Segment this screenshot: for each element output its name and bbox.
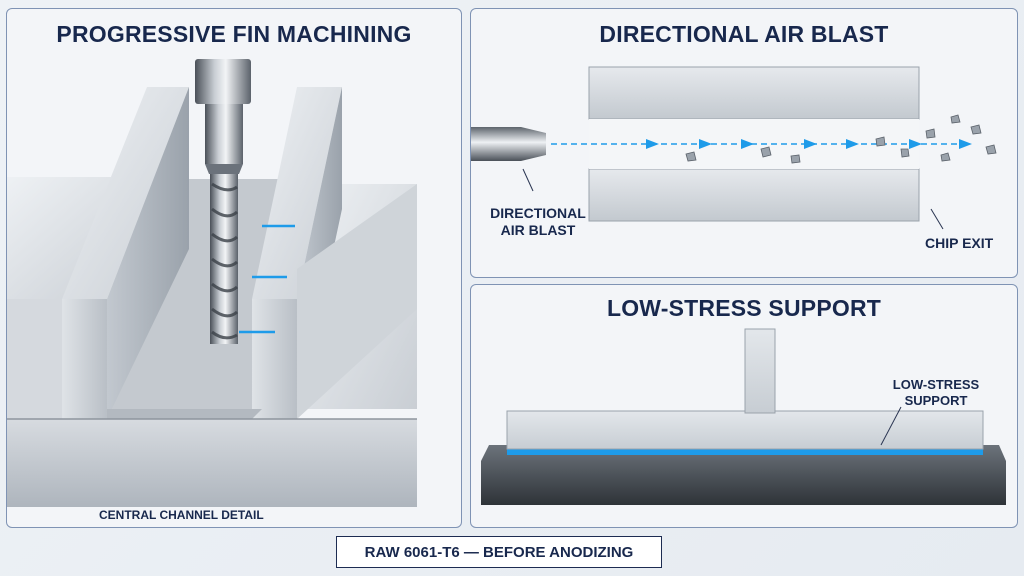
base-front-face bbox=[7, 419, 417, 507]
support-illustration bbox=[481, 328, 1006, 505]
air-blast-label-line2: AIR BLAST bbox=[500, 222, 576, 238]
air-blast-label-line1: DIRECTIONAL bbox=[490, 205, 586, 221]
air-flow-arrows bbox=[646, 139, 972, 149]
aluminum-chips bbox=[685, 114, 997, 164]
chip-exit-label: CHIP EXIT bbox=[925, 235, 994, 251]
left-fin-inner-wall bbox=[107, 87, 189, 419]
fixture-base bbox=[481, 445, 1006, 505]
air-blast-label: DIRECTIONAL AIR BLAST bbox=[483, 205, 593, 239]
air-nozzle-body bbox=[471, 127, 521, 161]
fin-machining-illustration bbox=[7, 59, 417, 507]
workpiece-plate bbox=[506, 410, 984, 450]
channel-floor bbox=[107, 179, 297, 409]
left-fin-top bbox=[62, 87, 189, 299]
right-step bbox=[297, 184, 417, 419]
support-layer bbox=[507, 447, 983, 455]
material-footer-label: RAW 6061-T6 — BEFORE ANODIZING bbox=[336, 536, 662, 568]
air-nozzle-tip bbox=[521, 127, 546, 161]
tool-holder bbox=[195, 59, 251, 104]
workpiece-fin bbox=[744, 328, 776, 414]
air-blast-illustration bbox=[471, 66, 997, 230]
lower-fin-bar bbox=[588, 168, 920, 222]
upper-fin-bar bbox=[588, 66, 920, 120]
panel-title: PROGRESSIVE FIN MACHINING bbox=[56, 21, 412, 47]
panel-directional-air-blast: DIRECTIONAL AIR BLAST bbox=[470, 8, 1018, 278]
panel-title: DIRECTIONAL AIR BLAST bbox=[599, 21, 889, 47]
left-fin-front bbox=[62, 299, 107, 419]
tool-shank bbox=[205, 104, 243, 164]
right-fin-top bbox=[252, 87, 342, 299]
central-channel-caption: CENTRAL CHANNEL DETAIL bbox=[99, 508, 264, 522]
support-label-line1: LOW-STRESS bbox=[892, 377, 980, 392]
panel-low-stress-support: LOW-STRESS SUPPORT LOW-STRESS SUPPORT bbox=[470, 284, 1018, 528]
channel-lip bbox=[107, 409, 262, 419]
support-label-line2: SUPPORT bbox=[904, 393, 968, 408]
panel-title: LOW-STRESS SUPPORT bbox=[606, 295, 882, 321]
right-fin-front bbox=[252, 299, 297, 419]
panel-progressive-fin-machining: PROGRESSIVE FIN MACHINING bbox=[6, 8, 462, 528]
support-label: LOW-STRESS SUPPORT bbox=[881, 377, 991, 409]
base-left-face bbox=[7, 299, 62, 419]
